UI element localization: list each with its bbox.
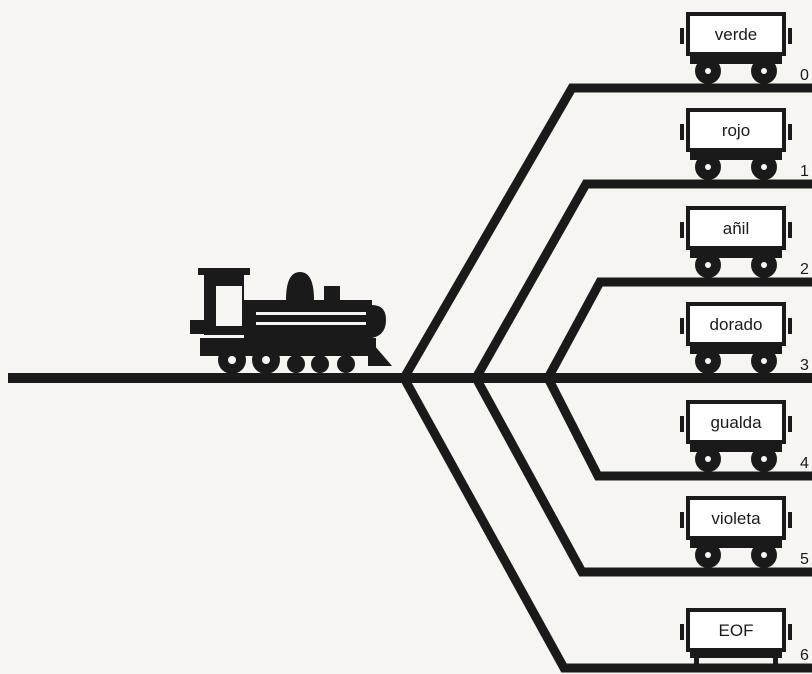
track-0 [400,83,812,381]
buffer-right [788,624,792,640]
buffer-left [680,318,684,334]
wagon-2: añil 2 [680,206,809,278]
wagon-chassis [690,150,782,160]
wagon-label: verde [715,25,758,44]
track-1 [472,179,812,381]
buffer-right [788,512,792,528]
wagon-label: añil [723,219,749,238]
buffer-left [680,512,684,528]
buffer-left [680,624,684,640]
buffer-left [680,222,684,238]
buffer-right [788,124,792,140]
wagon-chassis [690,248,782,258]
wagon-5: violeta 5 [680,496,809,568]
wagon-label: rojo [722,121,750,140]
wagon-label: dorado [710,315,763,334]
locomotive-icon [190,268,392,374]
buffer-left [680,124,684,140]
track-number: 4 [800,455,809,472]
branch-tracks [400,83,812,673]
track-number: 1 [800,163,809,180]
wagon-label: gualda [710,413,762,432]
wagon-label: EOF [719,621,754,640]
wagon-chassis [690,442,782,452]
track-2 [544,277,812,381]
wagon-0: verde 0 [680,12,809,84]
track-number: 0 [800,67,809,84]
buffer-right [788,28,792,44]
wagon-3: dorado 3 [680,302,809,374]
wagon-1: rojo 1 [680,108,809,180]
buffer-right [788,416,792,432]
wagon-body [686,12,786,56]
track-number: 2 [800,261,809,278]
track-number: 3 [800,357,809,374]
wagon-chassis [690,538,782,548]
main-track [8,373,812,383]
wagons: verde 0 rojo 1 añil 2 dorado 3 gualda 4 violeta 5EO… [680,12,809,668]
wagon-chassis [690,54,782,64]
track-number: 5 [800,551,809,568]
wagon-chassis [690,344,782,354]
track-4 [543,375,812,481]
track-5 [472,375,812,577]
buffer-right [788,222,792,238]
eof-platform [690,652,782,658]
wagon-body [686,608,786,652]
wagon-6: EOF 6 [680,608,809,668]
buffer-left [680,416,684,432]
wagon-label: violeta [711,509,761,528]
track-number: 6 [800,647,809,664]
wagon-4: gualda 4 [680,400,809,472]
buffer-right [788,318,792,334]
wagon-body [686,496,786,540]
track-6 [400,375,812,673]
buffer-left [680,28,684,44]
